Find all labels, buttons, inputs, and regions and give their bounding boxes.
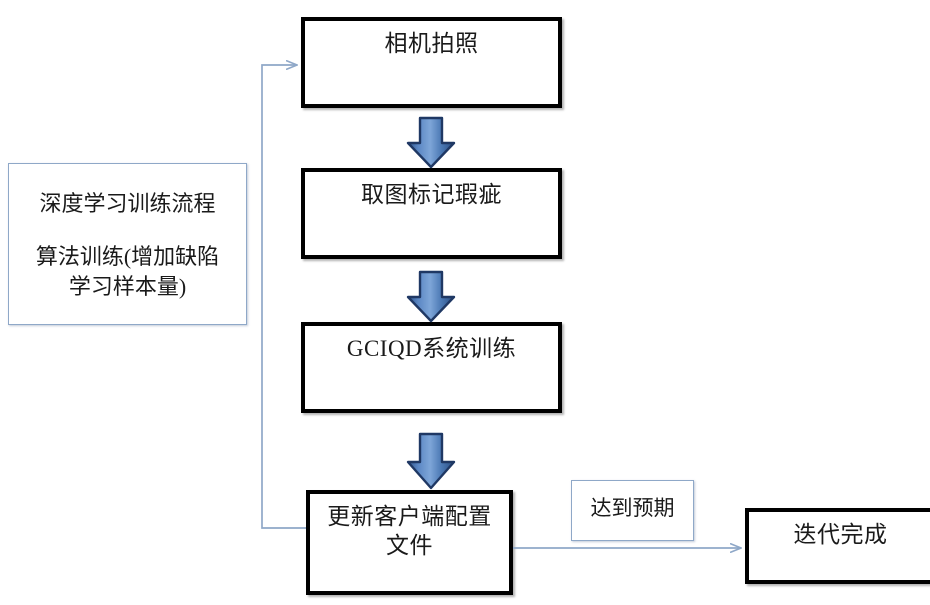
node-iteration-complete-label: 迭代完成 [793,522,888,547]
node-camera[interactable]: 相机拍照 [301,17,562,108]
block-arrow-camera-to-mark [406,116,456,169]
node-update-client-config-label: 更新客户端配置 文件 [327,504,492,559]
note-line-1: 深度学习训练流程 [39,191,216,216]
block-arrow-mark-to-training [406,270,456,323]
node-camera-label: 相机拍照 [384,31,479,56]
edge-label-met-expectation: 达到预期 [571,480,694,541]
node-update-client-config[interactable]: 更新客户端配置 文件 [306,490,513,595]
node-system-training-label: GCIQD系统训练 [346,336,517,361]
connector-feedback-update-to-camera [261,65,306,529]
node-system-training[interactable]: GCIQD系统训练 [301,322,562,413]
note-line-2: 算法训练(增加缺陷 学习样本量) [35,244,220,299]
node-mark-defects-label: 取图标记瑕疵 [361,182,502,207]
node-iteration-complete[interactable]: 迭代完成 [745,508,930,584]
node-mark-defects[interactable]: 取图标记瑕疵 [301,168,562,259]
edge-label-met-expectation-text: 达到预期 [590,496,675,520]
block-arrow-training-to-update [406,432,456,490]
note-box-training-process: 深度学习训练流程 算法训练(增加缺陷 学习样本量) [8,163,247,325]
